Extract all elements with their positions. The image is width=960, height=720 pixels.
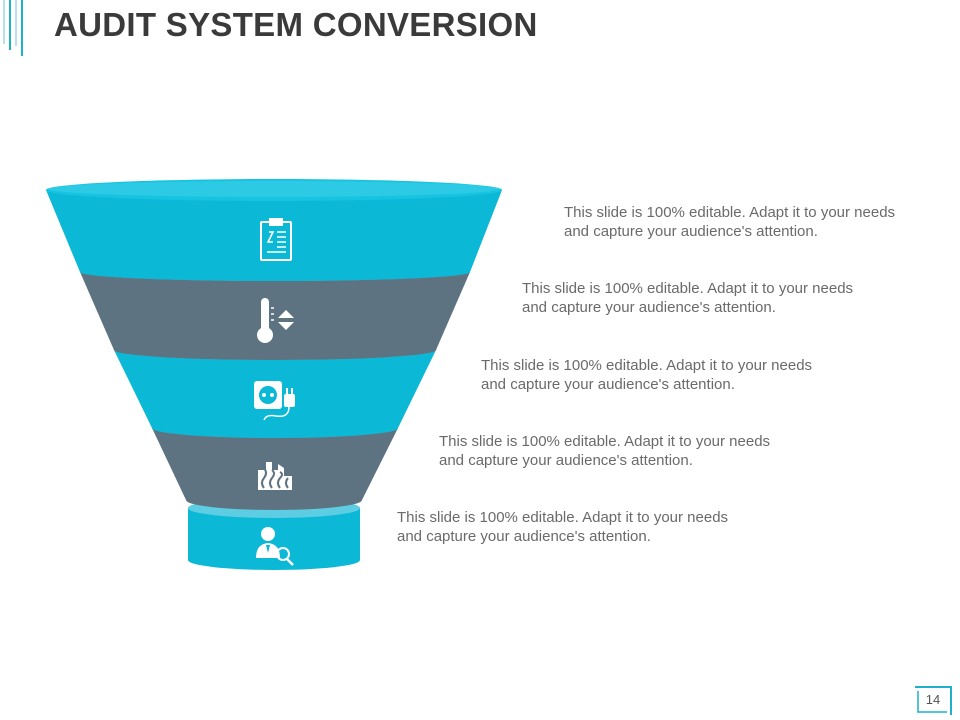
step-3-text-line1: This slide is 100% editable. Adapt it to…: [481, 357, 813, 374]
power-socket-plug-icon: [254, 381, 295, 421]
step-2-text-line1: This slide is 100% editable. Adapt it to…: [522, 280, 854, 297]
auditor-search-icon: [256, 527, 294, 566]
page-number: 14: [925, 692, 941, 707]
clipboard-icon: [260, 218, 292, 261]
step-1-text-line2: and capture your audience's attention.: [564, 223, 818, 240]
step-1-description: This slide is 100% editable. Adapt it to…: [564, 203, 934, 241]
step-5-text-line1: This slide is 100% editable. Adapt it to…: [397, 509, 729, 526]
thermometer-icon: [257, 298, 294, 343]
step-4-text-line2: and capture your audience's attention.: [439, 452, 693, 469]
title-accent-lines: [3, 0, 23, 56]
step-2-description: This slide is 100% editable. Adapt it to…: [522, 279, 892, 317]
step-5-text-line2: and capture your audience's attention.: [397, 528, 651, 545]
step-3-text-line2: and capture your audience's attention.: [481, 376, 735, 393]
page-number-frame: [915, 686, 952, 715]
step-5-description: This slide is 100% editable. Adapt it to…: [397, 508, 767, 546]
step-1-text-line1: This slide is 100% editable. Adapt it to…: [564, 204, 896, 221]
step-4-description: This slide is 100% editable. Adapt it to…: [439, 432, 809, 470]
step-4-text-line1: This slide is 100% editable. Adapt it to…: [439, 433, 771, 450]
step-3-description: This slide is 100% editable. Adapt it to…: [481, 356, 851, 394]
slide-title: AUDIT SYSTEM CONVERSION: [54, 6, 538, 43]
funnel-diagram: [46, 179, 502, 570]
funnel-step-1: [46, 179, 502, 281]
step-2-text-line2: and capture your audience's attention.: [522, 299, 776, 316]
factory-heat-icon: [258, 462, 292, 490]
